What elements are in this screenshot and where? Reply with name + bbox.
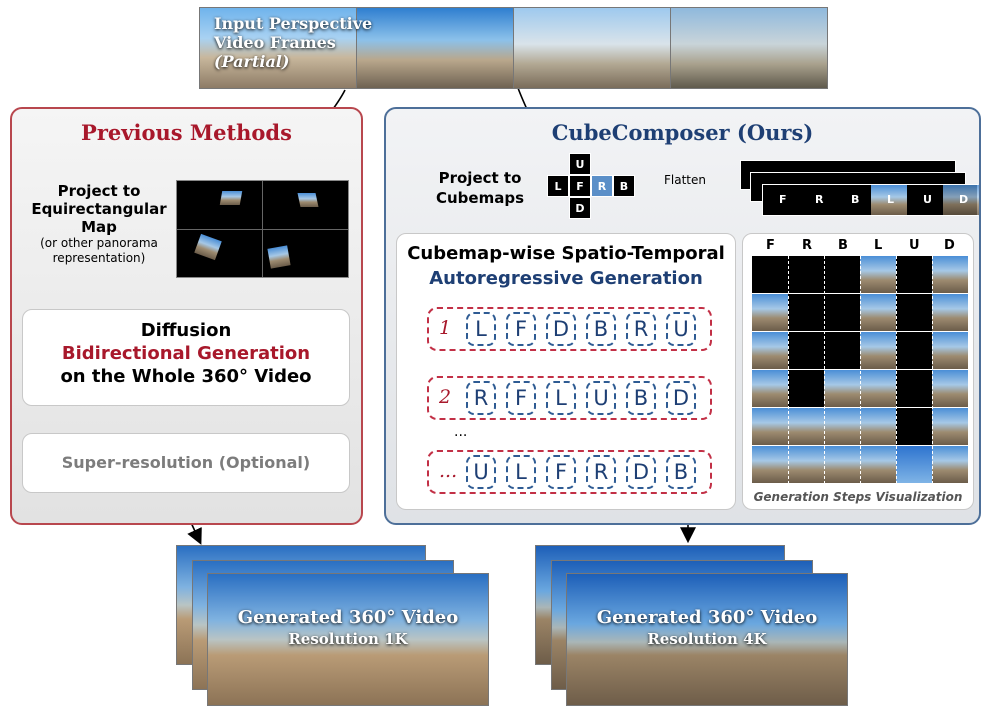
flat-face-1: F: [779, 193, 787, 206]
step-number: 2: [439, 386, 452, 408]
flat-face-4: L: [887, 193, 895, 206]
cube-face-l: L: [547, 175, 569, 197]
diffusion-line3: on the Whole 360° Video: [60, 366, 312, 387]
input-title-line2: Video Frames: [214, 33, 336, 52]
output-1k-line2: Resolution 1K: [288, 630, 408, 648]
equirectangular-map-preview: [176, 180, 349, 278]
cube-face-d: D: [569, 197, 591, 219]
vis-caption: Generation Steps Visualization: [753, 490, 963, 504]
step1-face-3: D: [546, 312, 576, 346]
vis-header-f: F: [766, 238, 775, 253]
input-title-line1: Input Perspective: [214, 14, 373, 33]
vis-grid: [752, 256, 968, 486]
stepn-face-3: F: [546, 455, 576, 489]
input-title-line3: (Partial): [214, 52, 290, 71]
cube-face-r: R: [591, 175, 613, 197]
generation-step-2: 2: [427, 376, 712, 420]
input-title: Input Perspective Video Frames (Partial): [214, 14, 372, 71]
stepn-face-6: B: [666, 455, 696, 489]
generation-title-line2: Autoregressive Generation: [429, 268, 703, 289]
cube-face-u: U: [569, 153, 591, 175]
project-erp-note2: representation): [52, 251, 146, 265]
flatten-label: Flatten: [664, 173, 706, 187]
output-1k-line1: Generated 360° Video: [237, 607, 459, 628]
cube-face-f: F: [569, 175, 591, 197]
project-erp-line3: Map: [81, 218, 117, 236]
flat-face-3: B: [851, 193, 860, 206]
generation-title-line1: Cubemap-wise Spatio-Temporal: [407, 243, 725, 264]
stepn-face-1: U: [466, 455, 496, 489]
vis-header-u: U: [909, 238, 920, 253]
project-cubemap-label: Project to Cubemaps: [425, 168, 535, 208]
step1-face-1: L: [466, 312, 496, 346]
vis-header-d: D: [944, 238, 955, 253]
flattened-cubemap: F R B L U D: [762, 184, 979, 216]
superres-box: Super-resolution (Optional): [22, 433, 350, 493]
generation-step-n: ...: [427, 450, 712, 494]
project-erp-label: Project to Equirectangular Map (or other…: [24, 182, 174, 266]
input-frame-4: [670, 7, 828, 89]
diffusion-line2: Bidirectional Generation: [61, 343, 311, 364]
input-frame-3: [513, 7, 671, 89]
step1-face-4: B: [586, 312, 616, 346]
step2-face-4: U: [586, 381, 616, 415]
step2-face-6: D: [666, 381, 696, 415]
output-4k-line1: Generated 360° Video: [596, 607, 818, 628]
input-frame-2: [356, 7, 514, 89]
cubecomposer-title: CubeComposer (Ours): [551, 120, 814, 145]
step1-face-2: F: [506, 312, 536, 346]
step1-face-5: R: [626, 312, 656, 346]
previous-methods-title: Previous Methods: [81, 120, 292, 145]
step1-face-6: U: [666, 312, 696, 346]
flat-face-2: R: [815, 193, 824, 206]
cube-face-b: B: [613, 175, 635, 197]
project-erp-note1: (or other panorama: [40, 236, 158, 250]
vis-header-l: L: [874, 238, 883, 253]
step-number: ...: [439, 460, 458, 482]
output-4k-line2: Resolution 4K: [647, 630, 767, 648]
vis-header-b: B: [838, 238, 848, 253]
project-cubemap-line1: Project to: [438, 169, 522, 187]
step-number: 1: [439, 317, 452, 339]
ellipsis-label: ...: [454, 424, 468, 440]
stepn-face-4: R: [586, 455, 616, 489]
output-1k-caption: Generated 360° Video Resolution 1K: [207, 607, 489, 648]
flat-face-5: U: [923, 193, 932, 206]
output-4k-video: [566, 573, 848, 706]
stepn-face-5: D: [626, 455, 656, 489]
stepn-face-2: L: [506, 455, 536, 489]
diffusion-box: Diffusion Bidirectional Generation on th…: [22, 309, 350, 406]
generation-step-1: 1: [427, 307, 712, 351]
output-4k-caption: Generated 360° Video Resolution 4K: [566, 607, 848, 648]
vis-header-r: R: [802, 238, 813, 253]
flat-face-6: D: [959, 193, 969, 206]
output-1k-video: [207, 573, 489, 706]
step2-face-1: R: [466, 381, 496, 415]
step2-face-3: L: [546, 381, 576, 415]
step2-face-2: F: [506, 381, 536, 415]
project-erp-line2: Equirectangular: [31, 200, 167, 218]
diffusion-line1: Diffusion: [140, 320, 232, 341]
superres-label: Super-resolution (Optional): [61, 453, 311, 472]
project-erp-line1: Project to: [57, 182, 141, 200]
project-cubemap-line2: Cubemaps: [435, 189, 524, 207]
step2-face-5: B: [626, 381, 656, 415]
